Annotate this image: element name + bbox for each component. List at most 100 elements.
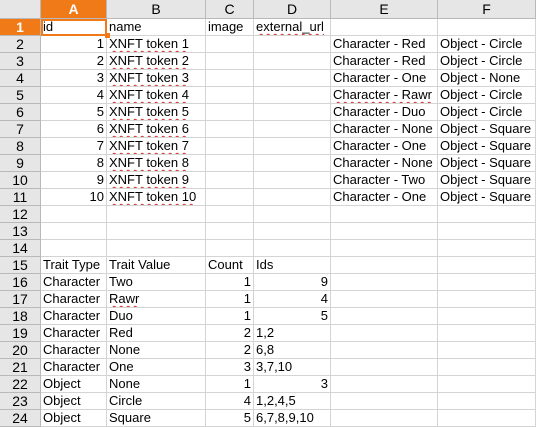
cell-b4[interactable]: XNFT token 3: [107, 70, 206, 87]
cell-a23[interactable]: Object: [41, 393, 107, 410]
cell-e6[interactable]: Character - Duo: [331, 104, 438, 121]
row-header[interactable]: 5: [0, 87, 41, 104]
cell-e4[interactable]: Character - One: [331, 70, 438, 87]
cell-f5[interactable]: Object - Circle: [438, 87, 536, 104]
cell-a6[interactable]: 5: [41, 104, 107, 121]
cell-d11[interactable]: [254, 189, 331, 206]
row-header[interactable]: 8: [0, 138, 41, 155]
cell-e16[interactable]: [331, 274, 438, 291]
cell-e23[interactable]: [331, 393, 438, 410]
cell-f10[interactable]: Object - Square: [438, 172, 536, 189]
cell-b23[interactable]: Circle: [107, 393, 206, 410]
cell-e17[interactable]: [331, 291, 438, 308]
cell-f18[interactable]: [438, 308, 536, 325]
cell-d10[interactable]: [254, 172, 331, 189]
cell-b7[interactable]: XNFT token 6: [107, 121, 206, 138]
cell-a14[interactable]: [41, 240, 107, 257]
cell-e13[interactable]: [331, 223, 438, 240]
cell-b3[interactable]: XNFT token 2: [107, 53, 206, 70]
cell-b16[interactable]: Two: [107, 274, 206, 291]
cell-d14[interactable]: [254, 240, 331, 257]
cell-b2[interactable]: XNFT token 1: [107, 36, 206, 53]
cell-d2[interactable]: [254, 36, 331, 53]
cell-c20[interactable]: 2: [206, 342, 254, 359]
cell-e11[interactable]: Character - One: [331, 189, 438, 206]
cell-b10[interactable]: XNFT token 9: [107, 172, 206, 189]
cell-c19[interactable]: 2: [206, 325, 254, 342]
cell-c13[interactable]: [206, 223, 254, 240]
cell-b18[interactable]: Duo: [107, 308, 206, 325]
cell-f8[interactable]: Object - Square: [438, 138, 536, 155]
cell-d5[interactable]: [254, 87, 331, 104]
cell-c14[interactable]: [206, 240, 254, 257]
cell-d7[interactable]: [254, 121, 331, 138]
cell-f19[interactable]: [438, 325, 536, 342]
cell-d13[interactable]: [254, 223, 331, 240]
cell-f17[interactable]: [438, 291, 536, 308]
cell-f4[interactable]: Object - None: [438, 70, 536, 87]
cell-a9[interactable]: 8: [41, 155, 107, 172]
cell-e21[interactable]: [331, 359, 438, 376]
cell-c7[interactable]: [206, 121, 254, 138]
cell-f6[interactable]: Object - Circle: [438, 104, 536, 121]
row-header[interactable]: 11: [0, 189, 41, 206]
cell-d12[interactable]: [254, 206, 331, 223]
cell-f24[interactable]: [438, 410, 536, 427]
cell-e20[interactable]: [331, 342, 438, 359]
cell-c4[interactable]: [206, 70, 254, 87]
cell-a12[interactable]: [41, 206, 107, 223]
cell-c15[interactable]: Count: [206, 257, 254, 274]
row-header[interactable]: 6: [0, 104, 41, 121]
cell-a2[interactable]: 1: [41, 36, 107, 53]
cell-d17[interactable]: 4: [254, 291, 331, 308]
cell-e3[interactable]: Character - Red: [331, 53, 438, 70]
cell-a18[interactable]: Character: [41, 308, 107, 325]
row-header[interactable]: 4: [0, 70, 41, 87]
cell-f9[interactable]: Object - Square: [438, 155, 536, 172]
cell-b24[interactable]: Square: [107, 410, 206, 427]
row-header[interactable]: 7: [0, 121, 41, 138]
cell-f22[interactable]: [438, 376, 536, 393]
row-header[interactable]: 14: [0, 240, 41, 257]
cell-d6[interactable]: [254, 104, 331, 121]
cell-c8[interactable]: [206, 138, 254, 155]
column-header-a[interactable]: A: [41, 0, 107, 19]
cell-f7[interactable]: Object - Square: [438, 121, 536, 138]
cell-e15[interactable]: [331, 257, 438, 274]
cell-a22[interactable]: Object: [41, 376, 107, 393]
cell-c10[interactable]: [206, 172, 254, 189]
cell-d22[interactable]: 3: [254, 376, 331, 393]
row-header[interactable]: 1: [0, 19, 41, 36]
cell-c5[interactable]: [206, 87, 254, 104]
cell-c6[interactable]: [206, 104, 254, 121]
cell-e24[interactable]: [331, 410, 438, 427]
cell-b11[interactable]: XNFT token 10: [107, 189, 206, 206]
cell-c23[interactable]: 4: [206, 393, 254, 410]
cell-f12[interactable]: [438, 206, 536, 223]
cell-a7[interactable]: 6: [41, 121, 107, 138]
cell-d23[interactable]: 1,2,4,5: [254, 393, 331, 410]
row-header[interactable]: 17: [0, 291, 41, 308]
cell-e5[interactable]: Character - Rawr: [331, 87, 438, 104]
row-header[interactable]: 24: [0, 410, 41, 427]
cell-b6[interactable]: XNFT token 5: [107, 104, 206, 121]
column-header-f[interactable]: F: [438, 0, 536, 19]
row-header[interactable]: 22: [0, 376, 41, 393]
select-all-corner[interactable]: [0, 0, 41, 19]
cell-e18[interactable]: [331, 308, 438, 325]
cell-c17[interactable]: 1: [206, 291, 254, 308]
cell-b15[interactable]: Trait Value: [107, 257, 206, 274]
cell-e10[interactable]: Character - Two: [331, 172, 438, 189]
cell-c1[interactable]: image: [206, 19, 254, 36]
cell-a4[interactable]: 3: [41, 70, 107, 87]
cell-e2[interactable]: Character - Red: [331, 36, 438, 53]
cell-f14[interactable]: [438, 240, 536, 257]
cell-f1[interactable]: [438, 19, 536, 36]
cell-a5[interactable]: 4: [41, 87, 107, 104]
cell-a15[interactable]: Trait Type: [41, 257, 107, 274]
cell-a16[interactable]: Character: [41, 274, 107, 291]
column-header-e[interactable]: E: [331, 0, 438, 19]
row-header[interactable]: 16: [0, 274, 41, 291]
cell-a19[interactable]: Character: [41, 325, 107, 342]
